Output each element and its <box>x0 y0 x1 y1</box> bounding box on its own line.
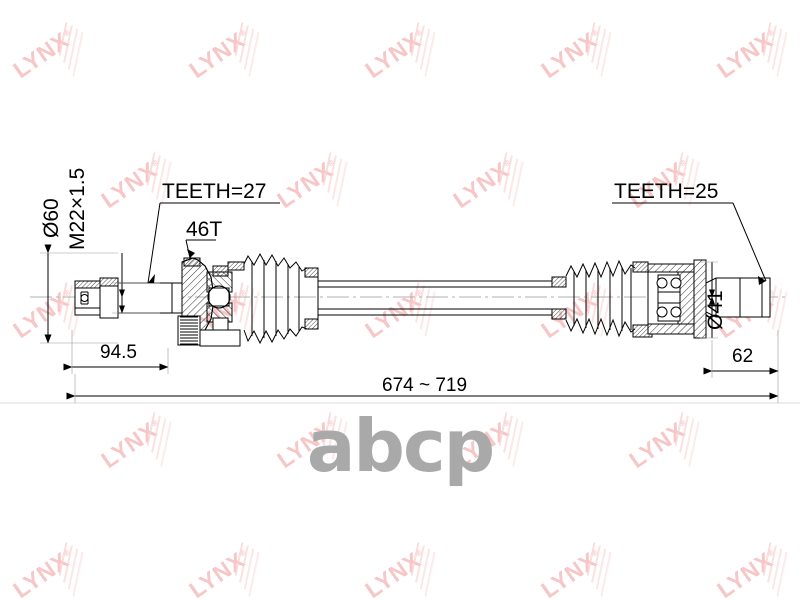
label-thread-spec: M22×1.5 <box>66 167 89 250</box>
label-teeth-outer: TEETH=27 <box>162 180 267 203</box>
label-overall-length: 674 ~ 719 <box>382 375 468 396</box>
label-outer-diameter-left: Ø60 <box>40 198 63 238</box>
label-inner-diameter-right: Ø41 <box>704 290 727 330</box>
label-length-stub-left: 94.5 <box>100 342 137 363</box>
label-abs-ring: 46T <box>186 218 223 241</box>
label-length-stub-right: 62 <box>732 346 754 367</box>
label-teeth-inner: TEETH=25 <box>614 180 719 203</box>
